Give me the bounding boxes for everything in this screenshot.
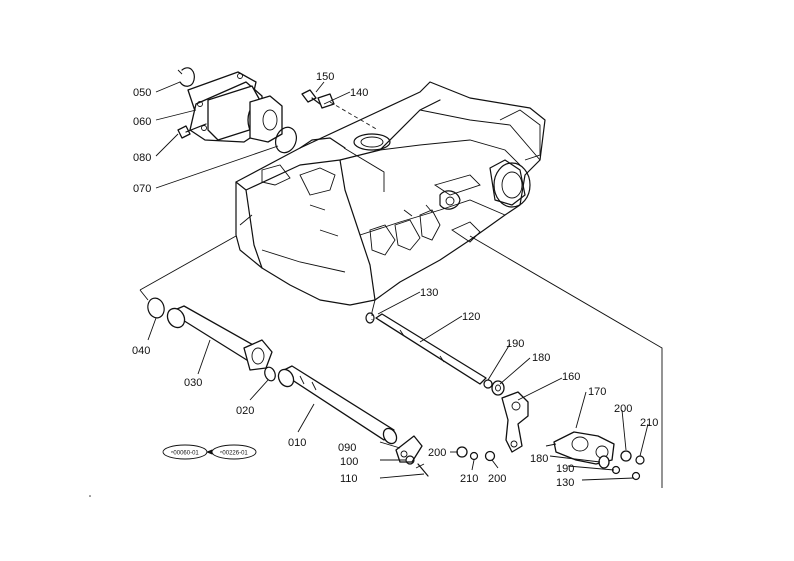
part-210-washer-right [635, 455, 645, 465]
transmission-housing [235, 81, 546, 306]
part-020-o-ring [264, 366, 276, 382]
part-070-o-ring [275, 126, 297, 154]
part-190-washer-upper [483, 379, 493, 389]
reference-lines [139, 147, 663, 488]
label-170: 170 [588, 386, 606, 398]
part-030-sleeve [166, 305, 273, 371]
label-050: 050 [133, 87, 151, 99]
part-130-snap-ring-lower [631, 471, 641, 481]
label-150: 150 [316, 71, 334, 83]
part-180-bushing-upper [491, 380, 505, 396]
part-200-nut-right [620, 450, 632, 462]
label-140: 140 [350, 87, 368, 99]
part-210-washer-mid [469, 451, 479, 461]
part-labels: 050 060 080 070 150 140 130 120 190 180 … [132, 71, 658, 489]
label-200-right: 200 [614, 403, 632, 415]
part-040-o-ring [147, 297, 165, 319]
label-090: 090 [338, 442, 356, 454]
leader-lines-lower [147, 291, 649, 481]
part-110-pin [415, 463, 429, 477]
label-200-left: 200 [428, 447, 446, 459]
part-050-circlip [177, 67, 195, 87]
label-190-lower: 190 [556, 463, 574, 475]
label-040: 040 [132, 345, 150, 357]
part-160-lever [501, 391, 529, 453]
leader-lines-upper [155, 81, 351, 189]
part-080-bolt [177, 123, 207, 139]
label-120: 120 [462, 311, 480, 323]
serial-from-label: ⁿ00060-01 [171, 450, 199, 457]
serial-range: ⁿ00060-01 ⁿ00226-01 [162, 444, 257, 460]
part-200-nut-left [456, 446, 468, 458]
part-060-flange-outlet [247, 95, 283, 143]
label-100: 100 [340, 456, 358, 468]
label-210-right: 210 [640, 417, 658, 429]
label-010: 010 [288, 437, 306, 449]
label-180-upper: 180 [532, 352, 550, 364]
label-180-lower: 180 [530, 453, 548, 465]
label-110: 110 [340, 473, 358, 485]
label-130-upper: 130 [420, 287, 438, 299]
label-080: 080 [133, 152, 151, 164]
part-130-snap-ring-upper [365, 312, 375, 324]
stray-dot [89, 495, 91, 497]
part-010-shaft [277, 365, 398, 445]
part-140-plate [317, 93, 379, 131]
part-200-nut-mid [484, 450, 496, 462]
label-070: 070 [133, 183, 151, 195]
label-160: 160 [562, 371, 580, 383]
label-060: 060 [133, 116, 151, 128]
label-030: 030 [184, 377, 202, 389]
part-120-rod [375, 313, 487, 385]
label-130-lower: 130 [556, 477, 574, 489]
label-210-mid: 210 [460, 473, 478, 485]
part-090-lever-arm [395, 435, 423, 463]
part-150-bolt [301, 89, 321, 105]
serial-to-label: ⁿ00226-01 [220, 450, 248, 457]
label-200-mid: 200 [488, 473, 506, 485]
label-190-upper: 190 [506, 338, 524, 350]
label-020: 020 [236, 405, 254, 417]
part-180-bushing-lower [598, 455, 610, 469]
